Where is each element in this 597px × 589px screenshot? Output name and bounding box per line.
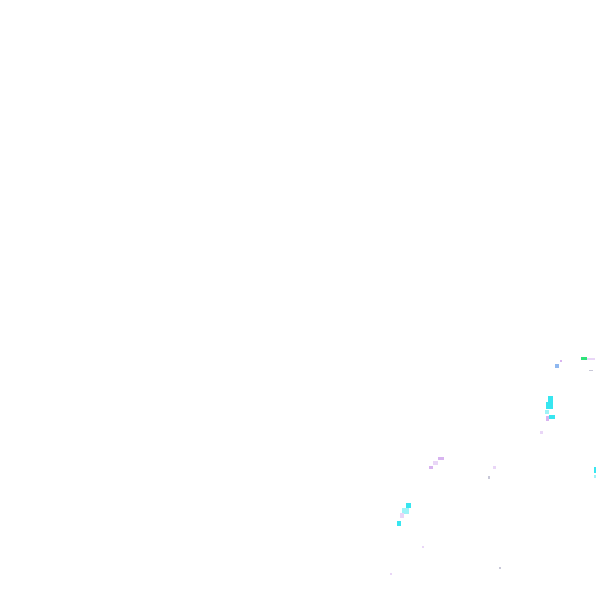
noise-speck (400, 513, 404, 518)
noise-speck (587, 358, 595, 360)
noise-speck (581, 357, 587, 360)
noise-speck (422, 546, 424, 548)
noise-speck (402, 508, 409, 514)
noise-speck (397, 521, 401, 526)
noise-speck (540, 431, 543, 434)
noise-speck (594, 475, 596, 478)
noise-speck (546, 402, 553, 409)
noise-speck (438, 457, 444, 460)
noise-speck (589, 370, 593, 371)
noise-speck (499, 567, 501, 569)
noise-speck (390, 573, 392, 575)
noise-speck (548, 396, 553, 402)
noise-speck (488, 476, 490, 479)
noise-speck (546, 416, 549, 421)
noise-speck (560, 360, 562, 362)
noise-speck (493, 466, 496, 469)
noise-speck (433, 461, 438, 465)
noise-speck (545, 410, 549, 414)
noise-speck (594, 467, 596, 473)
noise-speck (549, 415, 555, 419)
noise-speck (555, 364, 559, 368)
noise-speck (406, 503, 411, 508)
noise-speck (429, 466, 433, 469)
